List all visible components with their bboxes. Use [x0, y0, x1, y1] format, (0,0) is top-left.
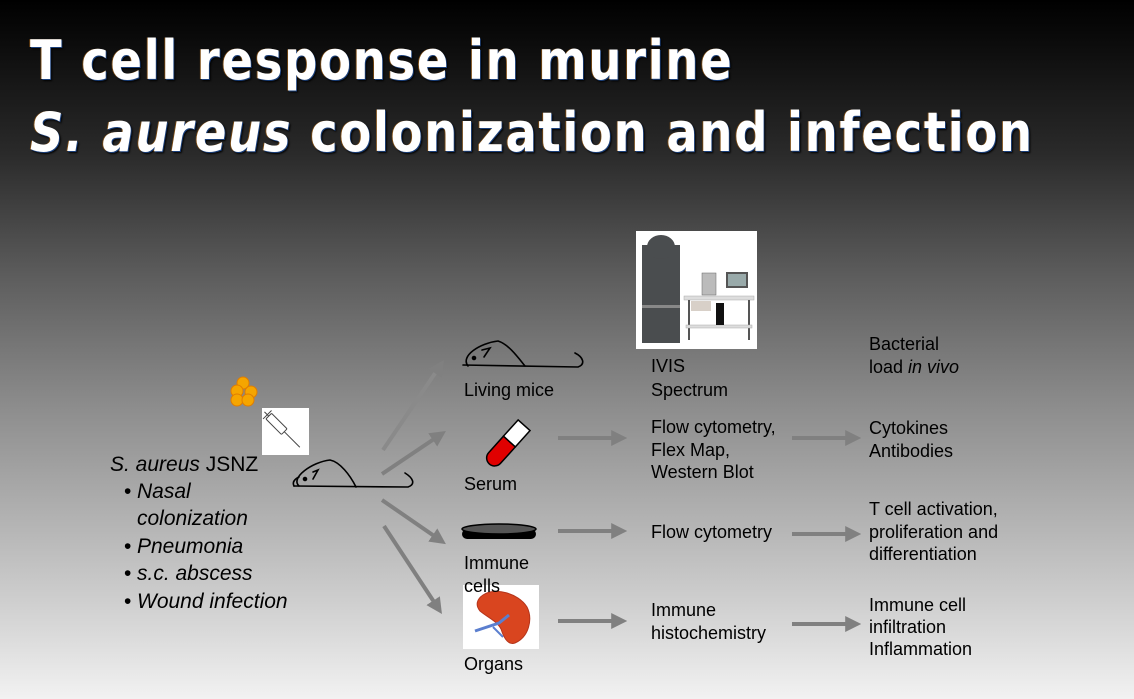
readout-infiltration-1: Immune cell	[869, 595, 967, 615]
readout-in-vivo: in vivo	[908, 357, 960, 377]
syringe-icon	[262, 410, 301, 448]
strain-species: S. aureus	[110, 453, 200, 476]
model-pneumonia: Pneumonia	[137, 535, 244, 558]
bacteria-icon	[230, 376, 258, 407]
bullet: •	[124, 590, 132, 613]
model-nasal: Nasal	[137, 480, 191, 503]
model-wound-infection: Wound infection	[137, 590, 288, 613]
title-rest: colonization and infection	[292, 101, 1034, 164]
organ-image	[463, 585, 539, 649]
sample-organs: Organs	[464, 654, 524, 674]
readout-inflammation: Inflammation	[869, 639, 973, 659]
syringe-image	[262, 408, 309, 455]
sample-serum: Serum	[464, 474, 518, 494]
arrow-to-living-mice	[381, 360, 445, 452]
method-ihc-1: Immune	[651, 600, 717, 620]
method-serum-1: Flow cytometry,	[651, 417, 776, 437]
sample-living-mice: Living mice	[464, 380, 555, 400]
arrow-to-immune-cells	[380, 498, 446, 545]
strain-name: JSNZ	[199, 453, 259, 476]
ivis-spectrum-image	[636, 231, 757, 349]
readout-tcell-2: proliferation and	[869, 522, 999, 542]
method-serum-2: Flex Map,	[651, 440, 731, 460]
slide-title-line2: S. aureus colonization and infection	[30, 106, 1034, 160]
readout-bacterial-2: load in vivo	[869, 356, 959, 379]
spleen-icon	[474, 591, 531, 644]
method-flow-cytometry: Flow cytometry	[651, 522, 773, 542]
readout-load: load	[869, 357, 909, 377]
petri-dish-icon	[461, 523, 537, 539]
mouse-icon	[292, 459, 414, 488]
readout-tcell-3: differentiation	[869, 544, 977, 564]
method-ihc-2: histochemistry	[651, 623, 767, 643]
readout-infiltration-2: infiltration	[869, 617, 947, 637]
living-mouse-icon	[462, 340, 584, 368]
readout-bacterial-1: Bacterial	[869, 334, 940, 354]
method-ivis-1: IVIS	[651, 356, 686, 376]
strain-label: S. aureus JSNZ	[110, 451, 258, 478]
bullet: •	[124, 480, 132, 503]
imaging-system-icon	[642, 235, 755, 343]
bullet: •	[124, 535, 132, 558]
method-serum-3: Western Blot	[651, 462, 754, 482]
sample-immune-cells-2: cells	[464, 576, 501, 596]
arrow-to-organs	[382, 524, 442, 615]
readout-antibodies: Antibodies	[869, 441, 954, 461]
bullet: •	[124, 562, 132, 585]
readout-tcell-1: T cell activation,	[869, 499, 998, 519]
title-species: S. aureus	[30, 101, 293, 164]
model-sc-abscess: s.c. abscess	[137, 562, 253, 585]
method-ivis-2: Spectrum	[651, 380, 729, 400]
sample-immune-cells-1: Immune	[464, 553, 530, 573]
arrow-to-serum	[380, 430, 446, 476]
model-colonization: colonization	[137, 507, 248, 530]
slide-title-line1: T cell response in murine	[30, 29, 734, 92]
serum-tube-icon	[485, 418, 532, 467]
readout-cytokines: Cytokines	[869, 418, 949, 438]
